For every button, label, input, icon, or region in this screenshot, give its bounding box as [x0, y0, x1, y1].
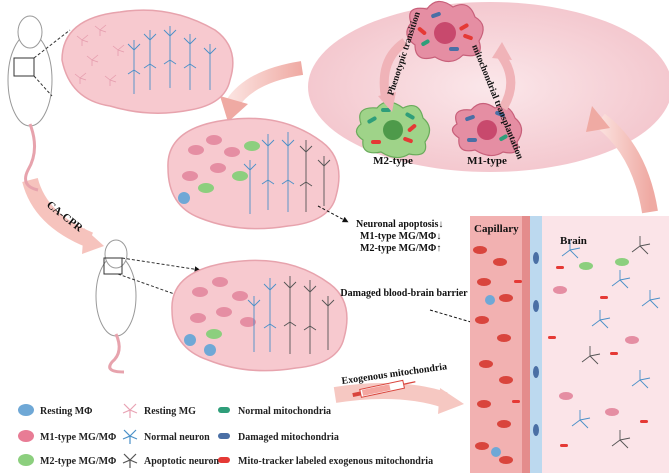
m1-cell-top — [406, 0, 484, 63]
m2-cell-icon — [18, 454, 34, 466]
m1-type-label: M1-type — [467, 155, 507, 167]
legend-label: Resting MΦ — [40, 406, 92, 417]
m2-cell — [355, 101, 431, 159]
m1-cell-bottom — [451, 102, 523, 157]
legend-label: M1-type MG/MΦ — [40, 432, 116, 443]
outcome-m2-type: M2-type MG/MΦ↑ — [360, 243, 441, 254]
brain-label: Brain — [560, 235, 587, 247]
legend-label: Mito-tracker labeled exogenous mitochond… — [238, 456, 433, 467]
damaged-mitochondria-icon — [218, 433, 230, 439]
rat-top — [7, 15, 71, 192]
damaged-bbb-label: Damaged blood-brain barrier — [340, 288, 468, 299]
resting-microglia-icon — [122, 403, 138, 418]
legend-label: Damaged mitochondria — [238, 432, 339, 443]
outcome-neuronal-apoptosis: Neuronal apoptosis↓ — [356, 219, 443, 230]
legend-label: Resting MG — [144, 406, 196, 417]
resting-macrophage-icon — [18, 404, 34, 416]
rat-bottom — [95, 239, 201, 374]
arrow-panel-to-ellipse — [595, 113, 658, 214]
brain-top — [61, 9, 234, 114]
outcome-m1-type: M1-type MG/MΦ↓ — [360, 231, 441, 242]
arrow-ellipse-to-brain — [226, 61, 304, 109]
m2-type-label: M2-type — [373, 155, 413, 167]
apoptotic-neuron-icon — [122, 453, 138, 468]
mito-tracker-icon — [218, 457, 230, 463]
m1-cell-icon — [18, 430, 34, 442]
syringe-icon — [352, 379, 416, 398]
bbb-panel: Capillary Brain — [470, 216, 669, 473]
legend: Resting MΦ Resting MG Normal mitochondriaM… — [18, 403, 433, 468]
brain-middle — [167, 117, 340, 230]
normal-mitochondria-icon — [218, 407, 230, 413]
legend-label: Normal neuron — [144, 432, 210, 443]
capillary-label: Capillary — [474, 223, 519, 235]
arrow-exogenous — [333, 383, 448, 408]
phenotype-ellipse: Phenotypic transition mitochondrial tran… — [308, 0, 669, 172]
damaged-bbb-line1: Damaged blood-brain barrier — [340, 288, 468, 299]
normal-neuron-icon — [122, 429, 138, 444]
legend-label: M2-type MG/MΦ — [40, 456, 116, 467]
brain-bottom — [171, 259, 348, 372]
legend-label: Apoptotic neuron — [144, 456, 220, 467]
legend-label: Normal mitochondria — [238, 406, 331, 417]
